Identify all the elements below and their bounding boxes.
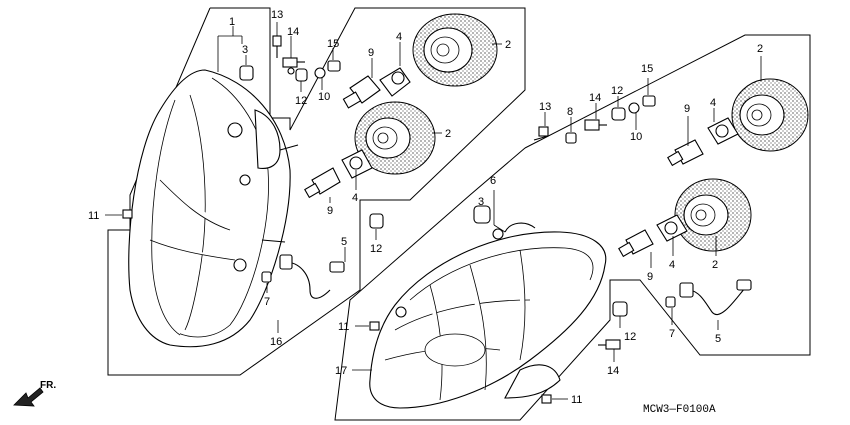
callout-15: 15 xyxy=(327,38,339,50)
callout-13: 13 xyxy=(271,9,283,21)
right-clips-11 xyxy=(355,321,568,404)
front-direction-label: FR. xyxy=(40,380,56,391)
callout-14: 14 xyxy=(589,92,601,104)
callout-15: 15 xyxy=(641,63,653,75)
callout-7: 7 xyxy=(264,296,270,308)
callout-4: 4 xyxy=(352,192,358,204)
right-upper-bulb-assembly xyxy=(667,78,809,167)
callout-3: 3 xyxy=(478,196,484,208)
right-assembly-frame xyxy=(334,34,811,421)
callout-12: 12 xyxy=(295,95,307,107)
left-clip-11 xyxy=(105,209,133,219)
callout-7: 7 xyxy=(669,328,675,340)
callout-12: 12 xyxy=(611,85,623,97)
callout-4: 4 xyxy=(710,97,716,109)
callout-12: 12 xyxy=(370,243,382,255)
callout-9: 9 xyxy=(647,271,653,283)
callout-2: 2 xyxy=(757,43,763,55)
callout-16: 16 xyxy=(270,336,282,348)
callout-8: 8 xyxy=(567,106,573,118)
callout-9: 9 xyxy=(327,205,333,217)
left-harness-parts xyxy=(261,213,384,333)
callout-9: 9 xyxy=(684,103,690,115)
right-harness-parts xyxy=(598,279,752,362)
right-upper-fasteners xyxy=(533,95,656,144)
left-assembly-frame xyxy=(107,7,526,376)
callout-2: 2 xyxy=(712,259,718,271)
callout-14: 14 xyxy=(287,26,299,38)
callout-10: 10 xyxy=(630,131,642,143)
callout-labels: 1 3 13 14 15 12 10 9 4 2 2 11 9 4 12 5 7… xyxy=(40,9,763,416)
callout-3: 3 xyxy=(242,44,248,56)
callout-5: 5 xyxy=(341,236,347,248)
callout-9: 9 xyxy=(368,47,374,59)
diagram-code: MCW3—F0100A xyxy=(643,404,716,416)
callout-4: 4 xyxy=(396,31,402,43)
left-upper-fasteners xyxy=(239,35,341,82)
left-headlight-housing xyxy=(128,69,299,348)
callout-12: 12 xyxy=(624,331,636,343)
right-grommet-3 xyxy=(473,190,506,233)
right-lower-bulb-assembly xyxy=(618,178,752,258)
callout-11: 11 xyxy=(571,394,582,406)
callout-5: 5 xyxy=(715,333,721,345)
callout-4: 4 xyxy=(669,259,675,271)
callout-6: 6 xyxy=(490,175,496,187)
callout-2: 2 xyxy=(445,128,451,140)
callout-14: 14 xyxy=(607,365,619,377)
leader-lines xyxy=(217,22,762,371)
callout-2: 2 xyxy=(505,39,511,51)
callout-11: 11 xyxy=(338,321,349,333)
left-upper-bulb-assembly xyxy=(342,13,502,109)
callout-17: 17 xyxy=(335,365,347,377)
left-lower-bulb-assembly xyxy=(304,101,442,199)
callout-1: 1 xyxy=(229,16,235,28)
callout-13: 13 xyxy=(539,101,551,113)
right-headlight-housing xyxy=(369,222,607,409)
callout-10: 10 xyxy=(318,91,330,103)
front-direction-arrow-icon xyxy=(13,387,44,407)
callout-11: 11 xyxy=(88,210,99,222)
